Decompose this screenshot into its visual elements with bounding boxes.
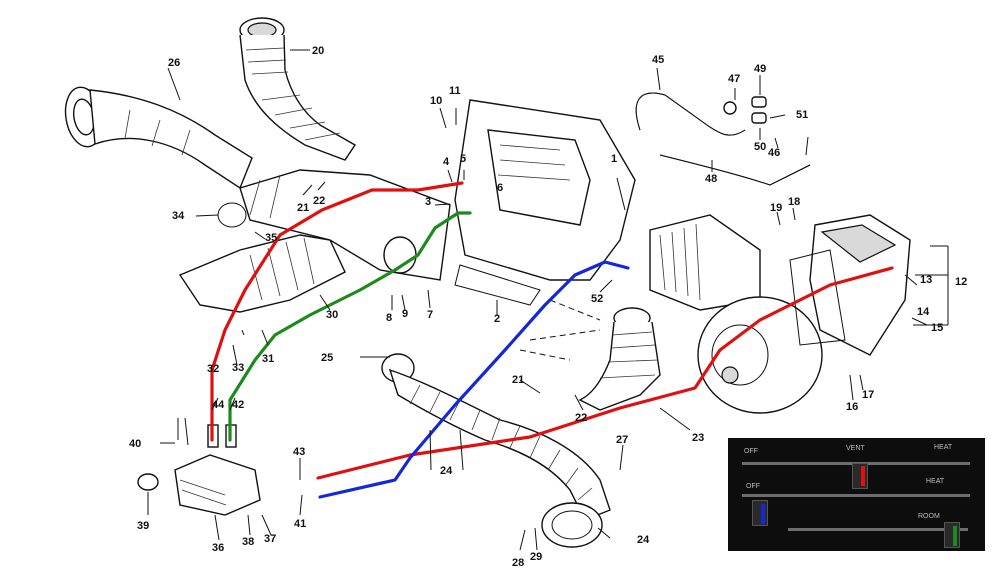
callout: 20	[312, 45, 324, 57]
callout: 27	[616, 434, 628, 446]
callout: 18	[788, 196, 800, 208]
callout: 7	[427, 309, 433, 321]
panel-label-off-top: OFF	[744, 448, 758, 455]
callout: 22	[313, 195, 325, 207]
callout: 2	[494, 313, 500, 325]
callout: 42	[232, 399, 244, 411]
callout: 16	[846, 401, 858, 413]
callout: 37	[264, 533, 276, 545]
callout: 49	[754, 63, 766, 75]
callout: 22	[575, 412, 587, 424]
part-45-heater-hoses	[635, 92, 811, 186]
callout: 45	[652, 54, 664, 66]
callout: 13	[920, 274, 932, 286]
callout: 39	[137, 520, 149, 532]
callout: 48	[705, 173, 717, 185]
middle-slider-track	[742, 494, 970, 497]
callout: 28	[512, 557, 524, 569]
callout: 31	[262, 353, 274, 365]
blue-indicator	[761, 504, 765, 524]
callout: 9	[402, 308, 408, 320]
green-cable	[228, 211, 472, 442]
part-34-clamp	[217, 202, 247, 228]
part-6-heater-housing	[454, 99, 636, 306]
callout: 11	[449, 85, 461, 97]
callout: 24	[637, 534, 650, 546]
callout: 44	[212, 399, 225, 411]
callout: 24	[440, 465, 453, 477]
part-36-control-assembly	[137, 417, 261, 516]
part-26-duct	[64, 86, 253, 190]
callout: 12	[955, 276, 967, 288]
callout: 17	[862, 389, 874, 401]
part-23-flex-duct	[578, 307, 661, 411]
blue-cable	[318, 260, 630, 499]
part-12-outlet-box	[789, 214, 911, 356]
callout: 4	[443, 156, 450, 168]
part-20-flex-duct	[239, 17, 356, 161]
callout: 43	[293, 446, 305, 458]
callout: 10	[430, 95, 442, 107]
callout: 50	[754, 141, 766, 153]
callout: 25	[321, 352, 333, 364]
callout: 40	[129, 438, 141, 450]
callout: 23	[692, 432, 704, 444]
callout: 21	[512, 374, 524, 386]
panel-label-heat-middle: HEAT	[926, 478, 945, 485]
callout: 30	[326, 309, 338, 321]
callout: 8	[386, 312, 392, 324]
part-blower-assembly	[649, 214, 823, 414]
callout: 21	[297, 202, 309, 214]
leader-lines	[147, 49, 949, 551]
callout: 14	[917, 306, 930, 318]
callout: 52	[591, 293, 603, 305]
part-24-lower-flex-duct	[381, 353, 611, 548]
callout-labels: 26 20 21 22 34 35 30 31 32 33 10 11 4 5 …	[129, 45, 967, 569]
assembly-dashed-lines	[519, 299, 601, 361]
red-indicator	[861, 466, 865, 486]
callout: 3	[425, 196, 431, 208]
callout: 29	[530, 551, 542, 563]
callout: 5	[460, 153, 466, 165]
green-indicator	[953, 526, 957, 546]
part-30-plenum	[178, 169, 451, 313]
callout: 46	[768, 147, 780, 159]
red-cable	[210, 181, 894, 480]
control-panel-photo: OFF VENT HEAT OFF HEAT ROOM	[728, 438, 985, 551]
callout: 35	[265, 232, 277, 244]
callout: 51	[796, 109, 808, 121]
top-slider-knob	[852, 463, 868, 489]
callout: 26	[168, 57, 180, 69]
panel-label-vent: VENT	[846, 445, 865, 452]
panel-label-heat-top: HEAT	[934, 444, 953, 451]
callout: 47	[728, 73, 740, 85]
callout: 38	[242, 536, 254, 548]
callout: 41	[294, 518, 306, 530]
callout: 19	[770, 202, 782, 214]
bottom-slider-track	[788, 528, 968, 531]
middle-slider-knob	[752, 500, 768, 526]
callout: 36	[212, 542, 224, 554]
callout: 6	[497, 182, 503, 194]
panel-label-off-middle: OFF	[746, 483, 760, 490]
panel-label-room: ROOM	[918, 513, 940, 520]
bottom-slider-knob	[944, 522, 960, 548]
callout: 15	[931, 322, 943, 334]
callout: 1	[611, 153, 617, 165]
callout: 32	[207, 363, 219, 375]
callout: 34	[172, 210, 185, 222]
callout: 33	[232, 362, 244, 374]
